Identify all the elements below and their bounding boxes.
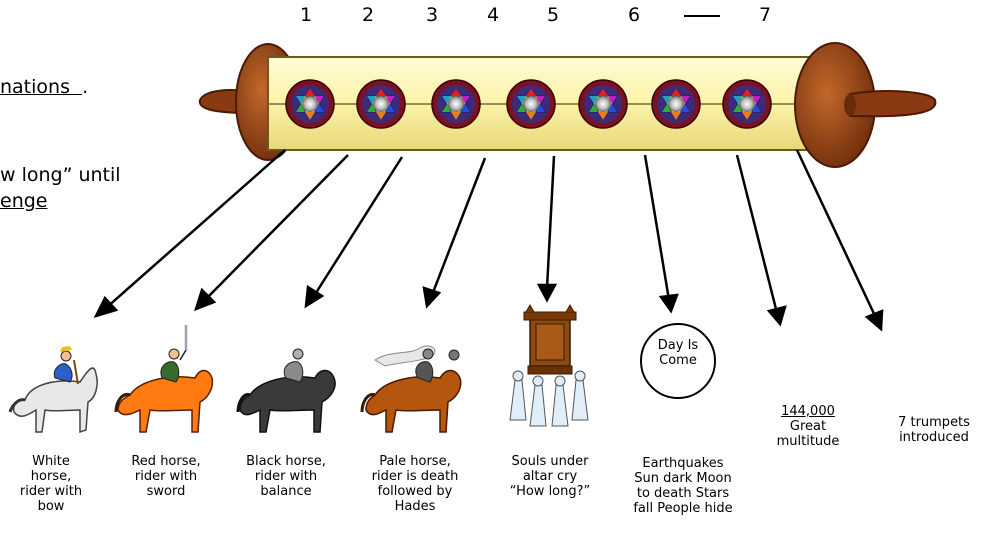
seal-number-5: 5 <box>547 4 560 26</box>
left-text-nations: nations <box>0 76 70 98</box>
seal-number-2: 2 <box>362 4 375 26</box>
left-text-line-3: enge <box>0 190 48 212</box>
altar-illustration <box>509 303 589 427</box>
seal-4 <box>506 79 556 129</box>
seal-number-6: 6 <box>628 4 641 26</box>
caption-red-horse: Red horse, rider with sword <box>131 454 201 499</box>
arrow-3 <box>312 156 404 297</box>
left-text-line-1: nations . <box>0 76 88 98</box>
caption-144000: 144,000 <box>781 404 835 419</box>
arrow-6 <box>643 154 671 301</box>
arrow-7 <box>735 154 779 314</box>
black-horse-illustration <box>236 348 336 433</box>
arrow-5 <box>545 155 556 289</box>
caption-great-multitude-text: Great multitude <box>776 419 840 449</box>
seal-6 <box>651 79 701 129</box>
red-horse-illustration <box>114 325 214 433</box>
arrow-8 <box>795 149 878 319</box>
seal-7 <box>722 79 772 129</box>
seal-3 <box>431 79 481 129</box>
caption-black-horse: Black horse, rider with balance <box>246 454 326 499</box>
left-text-period: . <box>82 76 89 98</box>
seal-1 <box>285 79 335 129</box>
arrow-1 <box>105 149 286 309</box>
seal-number-1: 1 <box>300 4 313 26</box>
arrow-2 <box>204 154 349 301</box>
seal-2 <box>356 79 406 129</box>
day-is-come-label: Day Is Come <box>657 338 699 368</box>
dash-separator <box>684 15 720 17</box>
left-text-line-2: w long” until <box>0 164 121 186</box>
seal-number-4: 4 <box>487 4 500 26</box>
day-is-come-circle <box>640 323 716 399</box>
caption-souls-altar: Souls under altar cry “How long?” <box>509 454 591 499</box>
caption-white-horse: White horse, rider with bow <box>19 454 83 514</box>
caption-sixth-seal: Earthquakes Sun dark Moon to death Stars… <box>633 456 733 516</box>
white-horse-illustration <box>8 346 98 434</box>
seal-5 <box>578 79 628 129</box>
caption-great-multitude: 144,000 Great multitude <box>768 404 848 449</box>
scroll-right-knob <box>849 90 937 118</box>
seal-number-7: 7 <box>759 4 772 26</box>
seal-number-3: 3 <box>426 4 439 26</box>
caption-trumpets: 7 trumpets introduced <box>898 415 970 445</box>
arrow-4 <box>430 157 487 296</box>
caption-pale-horse: Pale horse, rider is death followed by H… <box>371 454 459 514</box>
pale-horse-illustration <box>360 345 462 433</box>
